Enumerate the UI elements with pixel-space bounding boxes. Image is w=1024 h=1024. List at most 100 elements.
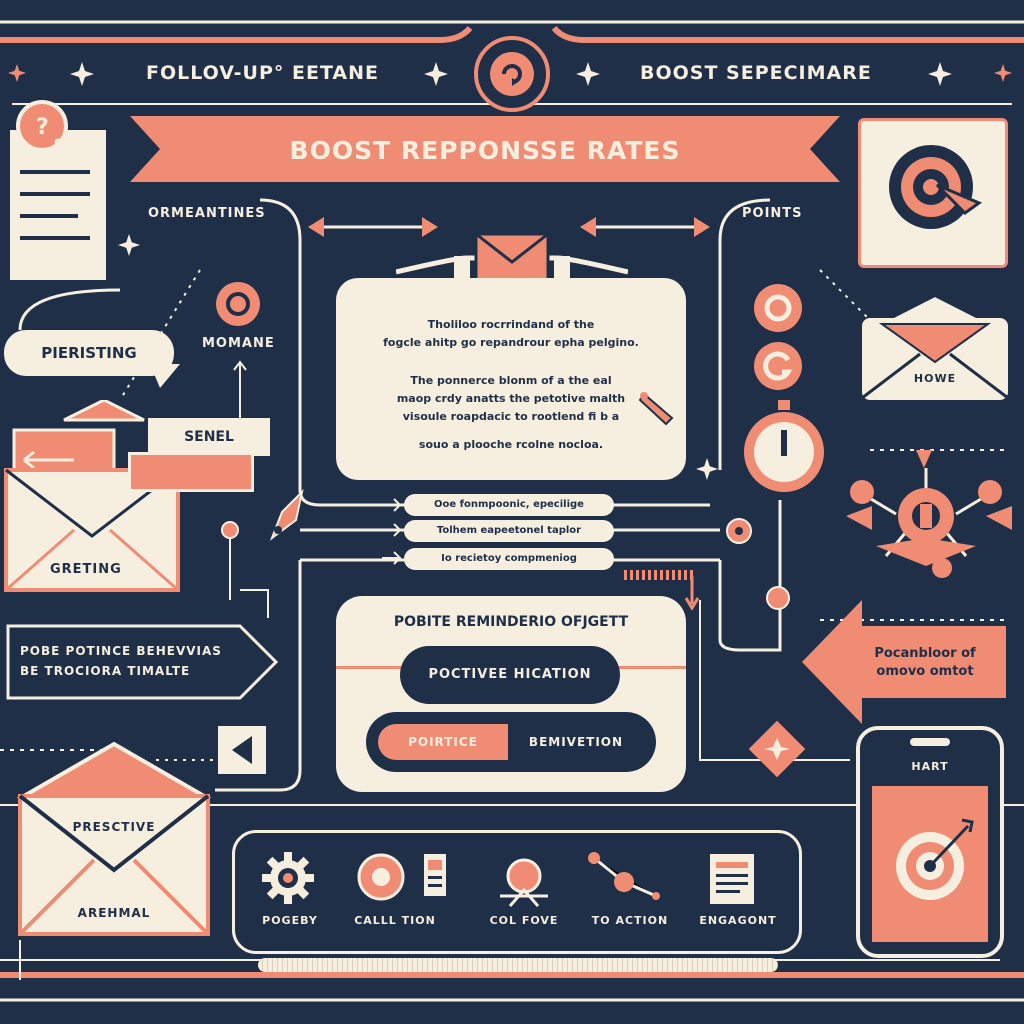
label-ormeantines: ORMEANTINES <box>148 206 266 221</box>
pocanbloor-line-2: omovo omtot <box>876 664 974 679</box>
card-para1-line1: Tholiloo rocrrindand of the <box>427 318 595 331</box>
pen-nib-icon <box>269 488 304 541</box>
reminder-pill-2-left-label: POIRTICE <box>408 735 478 749</box>
document-card <box>10 130 106 280</box>
hub-network-icon <box>846 450 1012 578</box>
document-icon <box>424 854 446 896</box>
step-arrows <box>382 498 402 565</box>
sparkle-icon <box>118 234 140 256</box>
step-pill-2[interactable]: Tolhem eapeetonel taplor <box>404 520 614 542</box>
label-hart: HART <box>911 760 949 773</box>
envelope-stack-icon <box>4 400 180 592</box>
card-para2-line2: maop crdy anatts the petotive malth <box>396 392 626 405</box>
corner-bracket <box>240 589 269 618</box>
sparkle-icon <box>576 62 600 86</box>
target-icon <box>889 145 983 229</box>
senel-tag: SENEL <box>148 418 270 456</box>
document-icon <box>710 854 754 904</box>
sparkle-icon <box>928 62 952 86</box>
pobe-arrow-box <box>6 624 278 700</box>
bottom-label-5: ENGAGONT <box>699 914 777 927</box>
left-arrow-callout <box>802 600 1006 724</box>
header-right-title: BOOST SEPECIMARE <box>640 62 872 84</box>
banner-ribbon <box>130 116 840 182</box>
reminder-pill-2-left: POIRTICE <box>378 724 508 760</box>
double-arrow-icon <box>308 217 438 237</box>
top-logo <box>474 36 550 112</box>
label-greting: GRETING <box>50 562 122 577</box>
bottom-label-1: POGEBY <box>262 914 318 927</box>
reminder-pill-2-right-label: BEMIVETION <box>528 735 624 749</box>
scribble-mark <box>624 570 694 580</box>
down-arrow-icon <box>684 576 700 610</box>
banner-title: BOOST REPPONSSE RATES <box>289 136 681 165</box>
reminder-panel: POBITE REMINDERIO OFJGETT POCTIVEE HICAT… <box>336 596 686 792</box>
network-icon <box>588 852 660 900</box>
label-pieristing: PIERISTING <box>41 344 137 362</box>
magnifier-icon: ? <box>16 100 80 164</box>
person-icon <box>500 858 548 907</box>
card-para2-line1: The ponnerce blonm of a the eal <box>410 374 612 387</box>
sparkle-icon <box>994 64 1012 82</box>
bottom-label-2: CALLL TION <box>354 914 436 927</box>
target-circle-icon <box>216 282 260 326</box>
svg-text:?: ? <box>36 115 49 140</box>
pieristing-bubble: PIERISTING <box>4 330 174 376</box>
card-para1-line2: fogcle ahitp go repandrour epha pelgino. <box>383 336 639 349</box>
double-arrow-icon <box>580 217 710 237</box>
bottom-label-4: TO ACTION <box>591 914 669 927</box>
pobe-line-2: BE TROCIORA TIMALTE <box>20 664 191 678</box>
label-prescriptive: PRESCTIVE <box>72 820 156 834</box>
phone-device: HART <box>856 726 1004 958</box>
up-arrow-icon <box>233 360 247 386</box>
step-pill-3-label: Io recietoy compmeniog <box>441 553 577 564</box>
reminder-pill-1[interactable]: POCTIVEE HICATION <box>400 646 620 704</box>
circle-icon <box>357 853 405 901</box>
node-dot-icon <box>726 518 752 544</box>
bottom-progress-bar <box>258 958 778 972</box>
node-dot-icon <box>766 586 790 610</box>
bottom-label-3: COL FOVE <box>489 914 559 927</box>
bottom-icon-strip <box>232 830 802 954</box>
pen-icon <box>638 392 674 426</box>
envelope-large-icon <box>16 741 212 936</box>
target-circle-icon <box>754 342 802 390</box>
step-pill-1[interactable]: Ooe fonmpoonic, epecilige <box>404 494 614 516</box>
sparkle-icon <box>70 62 94 86</box>
target-circle-icon <box>754 284 802 332</box>
senel-flag <box>128 452 254 492</box>
card-para2-line4: souo a plooche rcolne nocloa. <box>418 438 604 451</box>
reminder-title: POBITE REMINDERIO OFJGETT <box>393 614 629 630</box>
bubble-tail <box>150 364 180 388</box>
stopwatch-icon <box>744 400 824 492</box>
refresh-icon <box>490 52 534 96</box>
card-para2-line3: visoule roapdacic to rootlend fi b a <box>402 410 620 423</box>
node-dot-icon <box>221 521 239 539</box>
step-pill-3[interactable]: Io recietoy compmeniog <box>404 548 614 570</box>
sparkle-icon <box>696 458 718 480</box>
pobe-line-1: POBE POTINCE BEHEVVIAS <box>20 644 222 658</box>
phone-screen <box>872 786 988 942</box>
label-howe: HOWE <box>913 372 957 385</box>
center-text-card: Tholiloo rocrrindand of the fogcle ahitp… <box>336 278 686 480</box>
target-icon <box>896 818 974 900</box>
header-left-title: FOLLOV-UP° EETANE <box>146 62 380 84</box>
sparkle-icon <box>424 62 448 86</box>
diamond-badge-icon <box>748 720 806 778</box>
gear-icon <box>262 852 314 904</box>
envelope-emblem-icon <box>396 232 628 288</box>
label-senel: SENEL <box>184 429 234 445</box>
step-pill-2-label: Tolhem eapeetonel taplor <box>436 525 582 536</box>
label-points: POINTS <box>742 206 803 221</box>
envelope-icon <box>861 294 1009 400</box>
sparkle-icon <box>8 64 26 82</box>
play-back-icon[interactable] <box>216 724 268 776</box>
label-arehmal: AREHMAL <box>77 906 151 920</box>
pocanbloor-line-1: Pocanbloor of <box>874 646 976 661</box>
label-momane: MOMANE <box>202 336 275 351</box>
step-pill-1-label: Ooe fonmpoonic, epecilige <box>434 499 584 510</box>
target-folder <box>858 118 1008 268</box>
reminder-pill-1-label: POCTIVEE HICATION <box>428 667 592 682</box>
reminder-pill-2[interactable]: POIRTICE BEMIVETION <box>366 712 656 772</box>
